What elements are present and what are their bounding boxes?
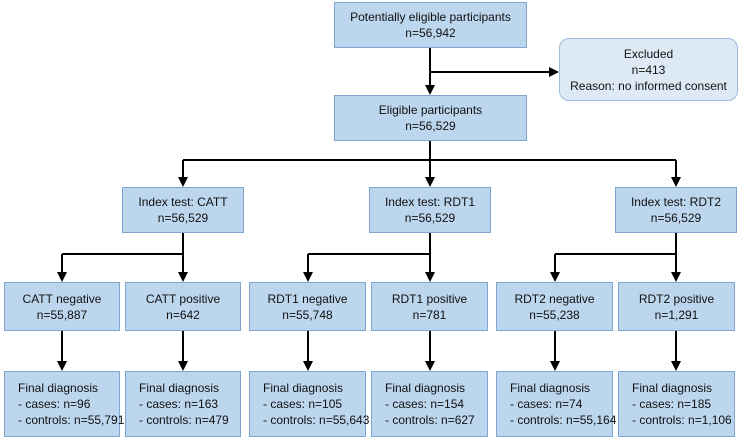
box-cases: - cases: n=185 <box>632 397 712 411</box>
box-count: n=55,748 <box>282 307 333 322</box>
box-title: Excluded <box>623 46 674 61</box>
box-final-rdt1-negative: Final diagnosis - cases: n=105 - control… <box>249 371 370 437</box>
box-final-rdt2-positive: Final diagnosis - cases: n=185 - control… <box>618 371 735 437</box>
box-count: n=56,529 <box>157 211 209 225</box>
box-title: Final diagnosis <box>510 381 591 395</box>
box-index-rdt2: Index test: RDT2 n=56,529 <box>615 187 737 233</box>
box-cases: - cases: n=163 <box>139 397 219 411</box>
box-excluded: Excluded n=413 Reason: no informed conse… <box>559 38 738 101</box>
box-title: RDT2 negative <box>514 291 595 306</box>
box-catt-positive: CATT positive n=642 <box>125 282 241 331</box>
box-title: RDT1 negative <box>267 291 348 306</box>
box-controls: - controls: n=627 <box>385 413 475 427</box>
box-controls: - controls: n=1,106 <box>632 413 732 427</box>
box-reason: Reason: no informed consent <box>570 78 727 93</box>
box-index-rdt1: Index test: RDT1 n=56,529 <box>369 187 491 233</box>
box-count: n=413 <box>631 62 666 77</box>
box-rdt1-negative: RDT1 negative n=55,748 <box>249 282 366 331</box>
box-count: n=56,942 <box>405 26 456 40</box>
box-count: n=56,529 <box>404 211 456 225</box>
box-rdt2-negative: RDT2 negative n=55,238 <box>496 282 613 331</box>
box-title: RDT2 positive <box>638 291 715 306</box>
box-cases: - cases: n=105 <box>263 397 343 411</box>
box-controls: - controls: n=55,643 <box>263 413 370 427</box>
box-title: Index test: RDT2 <box>630 195 722 209</box>
box-title: Final diagnosis <box>385 381 466 395</box>
box-cases: - cases: n=74 <box>510 397 583 411</box>
box-title: Final diagnosis <box>263 381 344 395</box>
box-title: Final diagnosis <box>139 381 220 395</box>
box-eligible: Eligible participants n=56,529 <box>334 95 527 141</box>
box-title: Potentially eligible participants <box>350 10 511 24</box>
box-rdt1-positive: RDT1 positive n=781 <box>371 282 488 331</box>
box-title: Index test: RDT1 <box>384 195 476 209</box>
box-controls: - controls: n=55,791 <box>18 413 125 427</box>
box-count: n=1,291 <box>654 307 699 322</box>
box-final-catt-negative: Final diagnosis - cases: n=96 - controls… <box>4 371 124 437</box>
box-count: n=56,529 <box>650 211 702 225</box>
box-cases: - cases: n=154 <box>385 397 465 411</box>
box-title: CATT positive <box>145 291 221 306</box>
box-title: RDT1 positive <box>391 291 468 306</box>
box-title: Final diagnosis <box>18 381 99 395</box>
box-count: n=642 <box>166 307 200 322</box>
box-title: Eligible participants <box>378 103 483 117</box>
box-count: n=55,238 <box>529 307 580 322</box>
box-catt-negative: CATT negative n=55,887 <box>4 282 120 331</box>
box-potentially-eligible: Potentially eligible participants n=56,9… <box>334 2 527 48</box>
box-controls: - controls: n=479 <box>139 413 229 427</box>
box-final-rdt1-positive: Final diagnosis - cases: n=154 - control… <box>371 371 488 437</box>
box-title: Index test: CATT <box>138 195 228 209</box>
box-rdt2-positive: RDT2 positive n=1,291 <box>618 282 735 331</box>
box-final-rdt2-negative: Final diagnosis - cases: n=74 - controls… <box>496 371 617 437</box>
box-count: n=56,529 <box>405 119 456 133</box>
box-count: n=781 <box>412 307 447 322</box>
box-cases: - cases: n=96 <box>18 397 91 411</box>
box-controls: - controls: n=55,164 <box>510 413 617 427</box>
box-index-catt: Index test: CATT n=56,529 <box>122 187 244 233</box>
box-count: n=55,887 <box>36 307 88 322</box>
box-title: Final diagnosis <box>632 381 713 395</box>
box-title: CATT negative <box>22 291 102 306</box>
box-final-catt-positive: Final diagnosis - cases: n=163 - control… <box>125 371 241 437</box>
